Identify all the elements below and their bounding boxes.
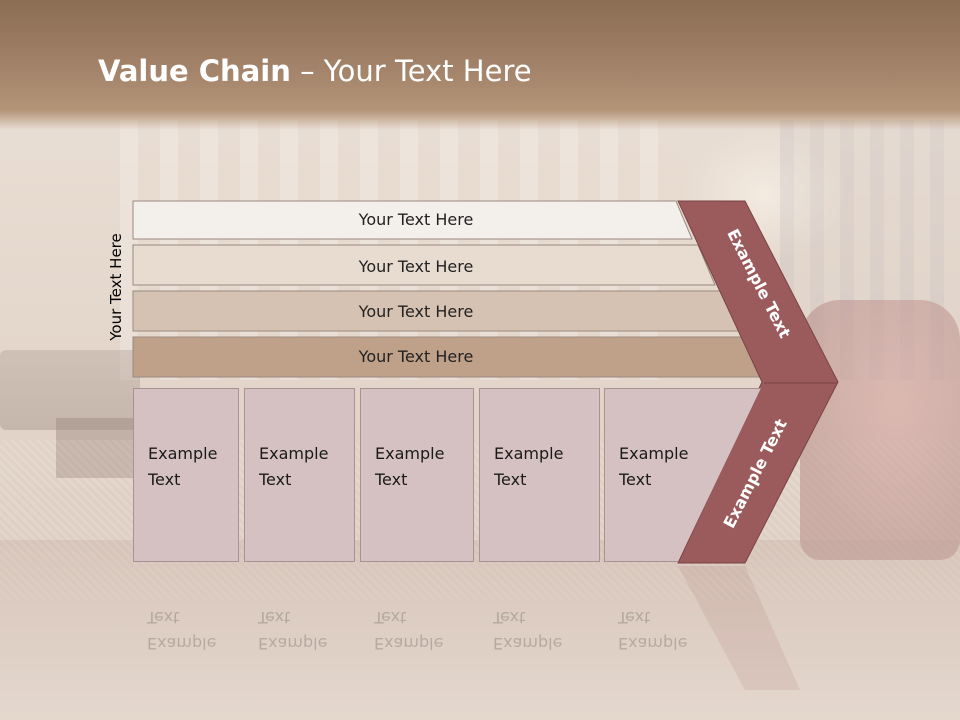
bar-2 [132,244,716,286]
activity-box-2-line1: Example [259,444,329,463]
box-4-reflection-text: Example Text [493,604,593,656]
activity-box-2-text: Example Text [259,441,359,493]
chevron-reflection [678,566,800,690]
box-1-reflection-line1: Example [147,634,217,653]
bar-4-label: Your Text Here [358,347,474,366]
box-1-reflection-line2: Text [147,608,180,627]
bar-2-label: Your Text Here [358,257,474,276]
bar-1 [132,200,693,240]
activity-box-3: Example Text [360,388,474,562]
box-3-reflection: Example Text [360,572,474,692]
box-5-reflection: Example Text [604,572,724,692]
box-2-reflection-line1: Example [258,634,328,653]
box-2-reflection-line2: Text [258,608,291,627]
box-5-reflection-line1: Example [618,634,688,653]
armchair-photo [800,300,960,560]
box-3-reflection-text: Example Text [374,604,474,656]
activity-box-1: Example Text [133,388,239,562]
activity-box-4-line1: Example [494,444,564,463]
activity-box-5-line1: Example [619,444,689,463]
activity-box-4-line2: Text [494,470,527,489]
title-bold: Value Chain [98,54,291,88]
box-4-reflection-line1: Example [493,634,563,653]
box-5-reflection-line2: Text [618,608,651,627]
activity-box-1-text: Example Text [148,441,248,493]
box-1-reflection: Example Text [133,572,239,692]
header-band [0,0,960,130]
activity-box-5-text: Example Text [619,441,719,493]
slide-title: Value Chain – Your Text Here [98,54,532,88]
activity-box-3-line2: Text [375,470,408,489]
activity-box-1-line1: Example [148,444,218,463]
box-5-reflection-text: Example Text [618,604,718,656]
box-4-reflection: Example Text [479,572,600,692]
activity-box-2-line2: Text [259,470,292,489]
chevron-arrow [677,200,839,564]
activity-box-3-text: Example Text [375,441,475,493]
activity-box-3-line1: Example [375,444,445,463]
box-2-reflection: Example Text [244,572,355,692]
floor-photo [0,540,960,720]
activity-box-1-line2: Text [148,470,181,489]
bar-1-label: Your Text Here [358,210,474,229]
box-3-reflection-line2: Text [374,608,407,627]
box-4-reflection-line2: Text [493,608,526,627]
table-photo [56,418,146,478]
box-2-reflection-text: Example Text [258,604,358,656]
activity-box-5-line2: Text [619,470,652,489]
activity-box-4-text: Example Text [494,441,594,493]
title-rest: – Your Text Here [290,54,532,88]
activity-box-4: Example Text [479,388,600,562]
activity-box-2: Example Text [244,388,355,562]
bar-3-label: Your Text Here [358,302,474,321]
sofa-photo [0,350,140,430]
box-1-reflection-text: Example Text [147,604,247,656]
box-3-reflection-line1: Example [374,634,444,653]
